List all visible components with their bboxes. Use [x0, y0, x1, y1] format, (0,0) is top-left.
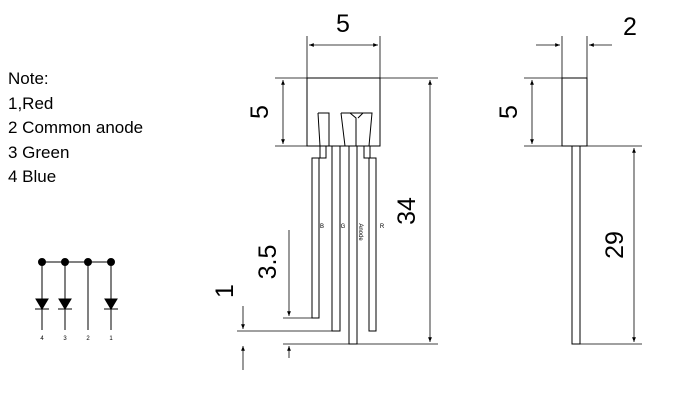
- lead-frame: [340, 112, 373, 147]
- lead-red: [368, 157, 377, 332]
- dim-side-thickness-value: 2: [623, 13, 637, 41]
- note-line-anode: 2 Common anode: [8, 118, 144, 137]
- lead-label-b: B: [320, 224, 324, 230]
- note-line-green: 3 Green: [8, 142, 70, 162]
- side-view: [561, 77, 588, 345]
- side-body: [561, 77, 588, 147]
- lead-green: [331, 145, 341, 332]
- note-title: Note:: [8, 69, 49, 88]
- dim-front-body-height-value: 5: [246, 105, 274, 119]
- dim-overall-length: [357, 77, 438, 345]
- lead-label-r: R: [380, 224, 385, 230]
- dim-lead-step-value: 1: [211, 284, 239, 298]
- dim-lead-offset: [283, 230, 349, 358]
- lead-frame: [317, 112, 330, 147]
- schematic: [35, 258, 118, 330]
- diode-icon: [35, 298, 49, 310]
- diode-icon: [58, 298, 72, 310]
- diode-icon: [104, 298, 118, 310]
- dim-side-thickness: [536, 36, 612, 78]
- dim-side-lead-length-value: 29: [601, 231, 629, 259]
- dim-side-body-height-value: 5: [495, 105, 523, 119]
- led-body: [306, 77, 381, 147]
- dim-front-body-height: [275, 77, 307, 147]
- front-view: [306, 77, 381, 345]
- lead-label-anode: Anode: [357, 223, 363, 241]
- lead-label-g: G: [341, 224, 346, 230]
- side-lead: [571, 145, 581, 345]
- lead-frame: [349, 112, 364, 146]
- pin-number-2: 2: [86, 336, 90, 342]
- pin-number-1: 1: [109, 336, 113, 342]
- pin-number-3: 3: [63, 336, 67, 342]
- dim-front-width-value: 5: [336, 10, 350, 38]
- dim-lead-step: [237, 306, 332, 370]
- dim-side-body-height: [524, 77, 562, 147]
- dim-front-width: [306, 36, 381, 78]
- note-line-red: 1,Red: [8, 93, 54, 113]
- lead-anode: [348, 145, 358, 345]
- pin-number-4: 4: [40, 336, 44, 342]
- dim-side-lead-length: [580, 145, 642, 345]
- lead-blue: [311, 157, 320, 319]
- dim-lead-offset-value: 3.5: [254, 245, 282, 280]
- note-block: Note: 1,Red 2 Common anode 3 Green 4 Blu…: [8, 67, 143, 190]
- note-line-blue: 4 Blue: [8, 167, 57, 186]
- dim-overall-length-value: 34: [393, 197, 421, 225]
